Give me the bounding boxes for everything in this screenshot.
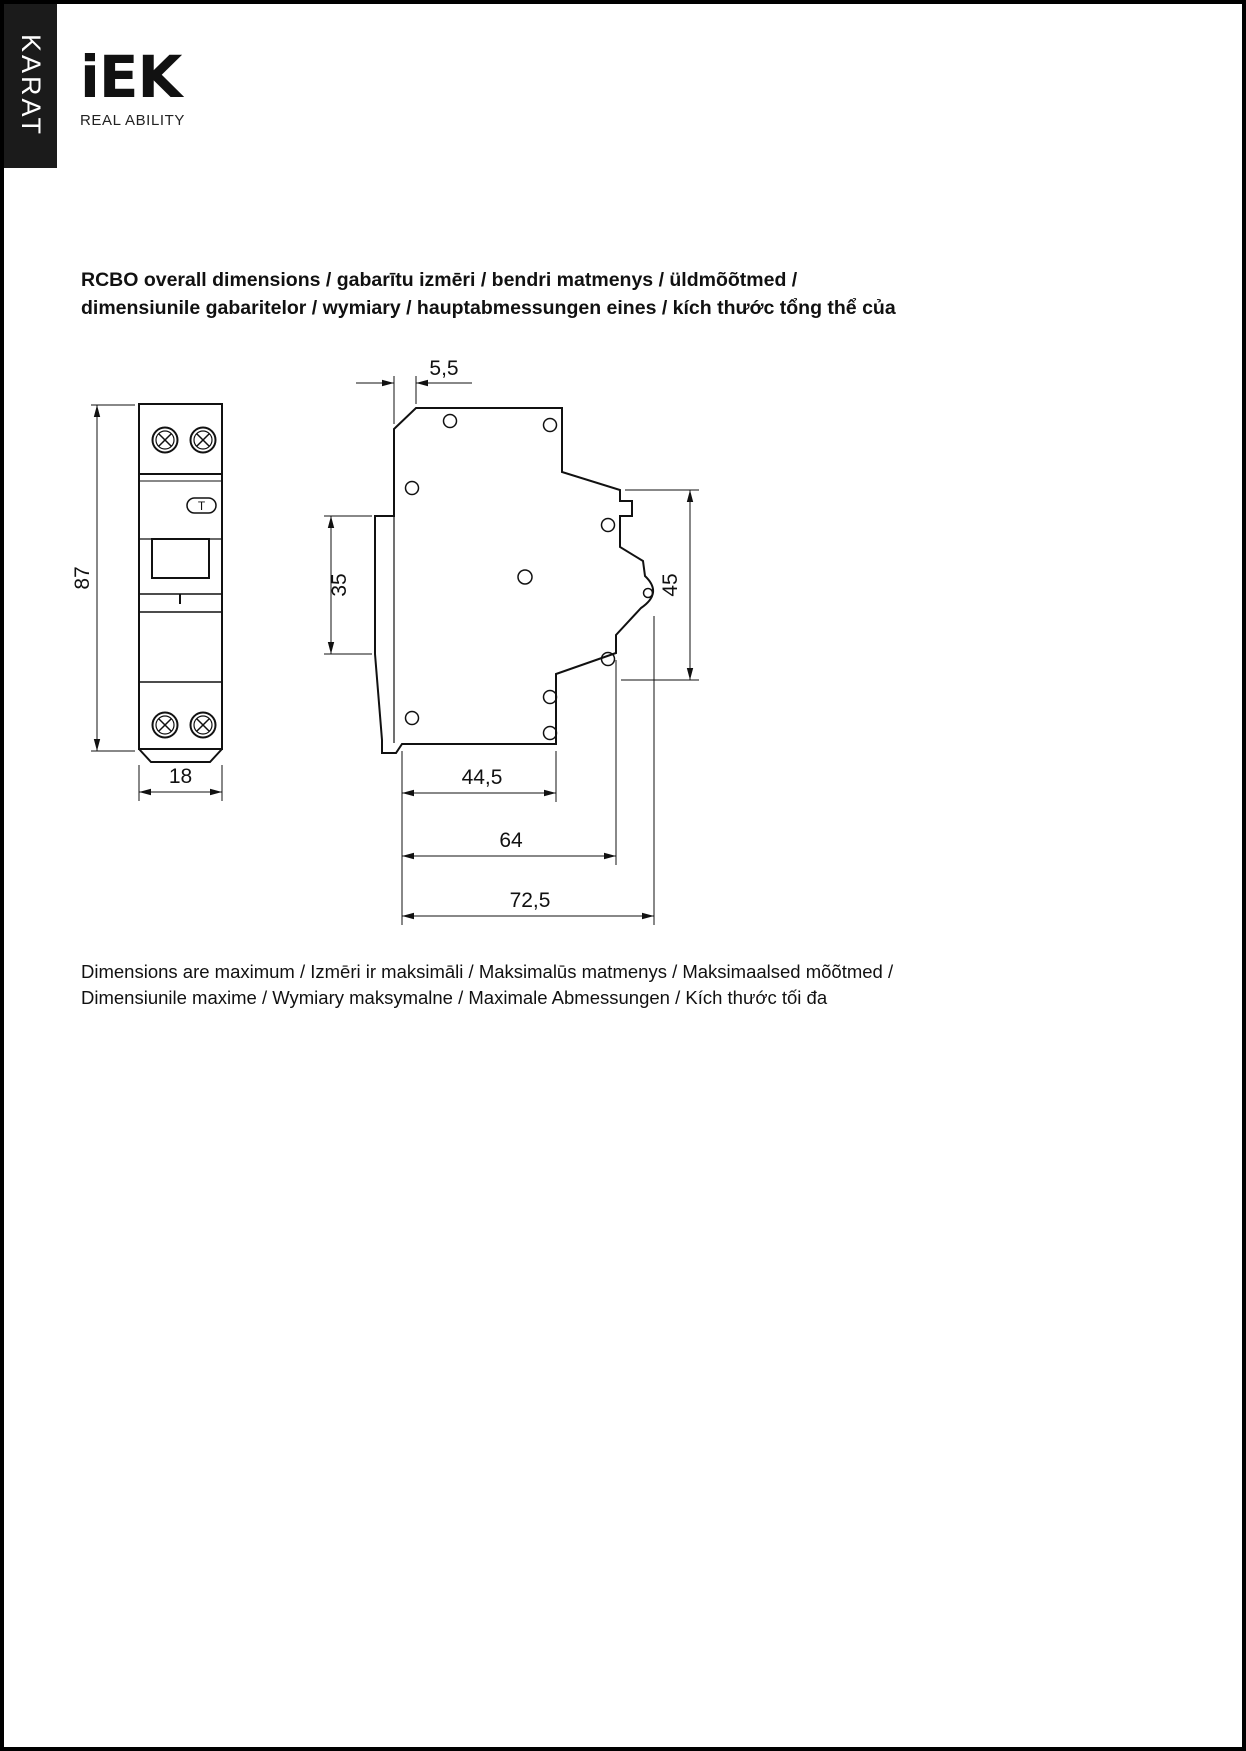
note-line-1: Dimensions are maximum / Izmēri ir maksi… [81, 961, 894, 982]
screw-icon [151, 711, 179, 739]
screw-icon [189, 711, 217, 739]
front-view [138, 403, 223, 763]
title-line-1: RCBO overall dimensions / gabarītu izmēr… [81, 269, 798, 291]
dimension-arrows [93, 379, 694, 920]
dim-rail-section-label: 35 [328, 573, 351, 596]
dim-height-label: 87 [71, 566, 94, 589]
front-bottom-edge [138, 748, 223, 763]
dimension-labels: 87 18 5,5 35 45 44,5 64 72,5 T [71, 357, 682, 912]
mounting-holes [404, 413, 654, 741]
title-line-2: dimensiunile gabaritelor / wymiary / hau… [81, 296, 896, 319]
dim-depth-total-label: 72,5 [510, 889, 551, 912]
side-view [374, 407, 654, 754]
switch-toggle [151, 538, 210, 579]
page-title: RCBO overall dimensions / gabarītu izmēr… [81, 267, 1161, 322]
screw-icon [151, 426, 179, 454]
brand-block: iEK REAL ABILITY [80, 46, 185, 129]
test-button-label: T [198, 499, 206, 513]
note-line-2: Dimensiunile maxime / Wymiary maksymalne… [81, 987, 828, 1008]
screw-icon [189, 426, 217, 454]
dim-mount-offset-label: 5,5 [429, 357, 458, 380]
brand-tagline: REAL ABILITY [80, 112, 186, 129]
side-profile-outline [374, 407, 654, 754]
front-body [138, 403, 223, 750]
dim-right-height-label: 45 [659, 573, 682, 596]
dim-depth-terminal-label: 44,5 [462, 766, 503, 789]
dimensions-note: Dimensions are maximum / Izmēri ir maksi… [81, 959, 1161, 1011]
test-button [186, 497, 217, 514]
dimension-lines [91, 376, 699, 925]
series-label: KARAT [16, 34, 46, 138]
karat-side-tab: KARAT [4, 4, 57, 168]
dim-depth-body-label: 64 [499, 829, 523, 852]
technical-drawing: 87 18 5,5 35 45 44,5 64 72,5 T [71, 357, 699, 925]
dim-width-label: 18 [169, 765, 192, 788]
iek-logo: iEK [80, 43, 182, 111]
